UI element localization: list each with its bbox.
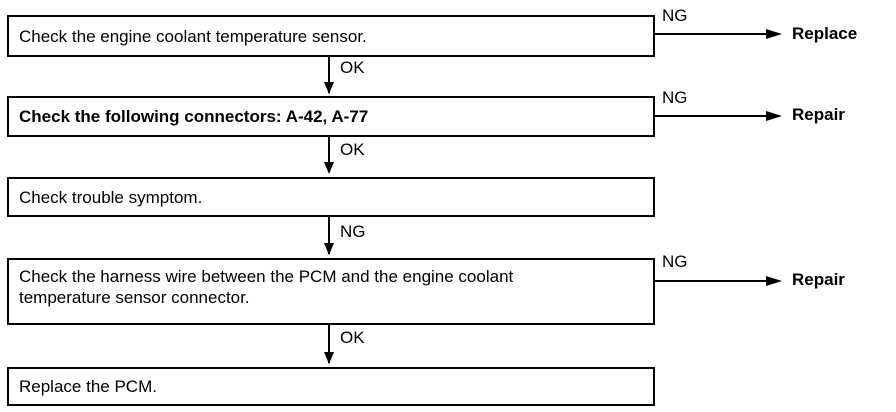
step-text-3: Check trouble symptom. bbox=[19, 187, 203, 207]
side-arrow-3-head bbox=[766, 276, 782, 286]
side-result-1: Replace bbox=[792, 24, 858, 43]
down-label-3: NG bbox=[340, 222, 366, 241]
step-text-4: Check the harness wire between the PCM a… bbox=[19, 267, 514, 307]
step-text-1: Check the engine coolant temperature sen… bbox=[19, 26, 367, 46]
step-text-5: Replace the PCM. bbox=[19, 377, 157, 396]
step-box-3: Check trouble symptom. bbox=[7, 177, 655, 217]
step-text-2: Check the following connectors: A-42, A-… bbox=[19, 107, 369, 126]
down-label-4: OK bbox=[340, 328, 365, 347]
side-label-3: NG bbox=[662, 252, 688, 271]
side-arrow-1-head bbox=[766, 29, 782, 39]
step-box-1: Check the engine coolant temperature sen… bbox=[7, 15, 655, 57]
down-label-1: OK bbox=[340, 58, 365, 77]
down-arrow-4-head bbox=[324, 352, 334, 364]
side-result-3: Repair bbox=[792, 270, 845, 289]
side-label-2: NG bbox=[662, 88, 688, 107]
step-box-4: Check the harness wire between the PCM a… bbox=[7, 258, 655, 325]
side-arrow-2-head bbox=[766, 111, 782, 121]
step-box-5: Replace the PCM. bbox=[7, 367, 655, 406]
step-box-2: Check the following connectors: A-42, A-… bbox=[7, 96, 655, 137]
down-arrow-2-head bbox=[324, 162, 334, 174]
down-arrow-3-head bbox=[324, 243, 334, 255]
side-result-2: Repair bbox=[792, 105, 845, 124]
down-arrow-1-head bbox=[324, 82, 334, 94]
side-label-1: NG bbox=[662, 6, 688, 25]
down-label-2: OK bbox=[340, 140, 365, 159]
